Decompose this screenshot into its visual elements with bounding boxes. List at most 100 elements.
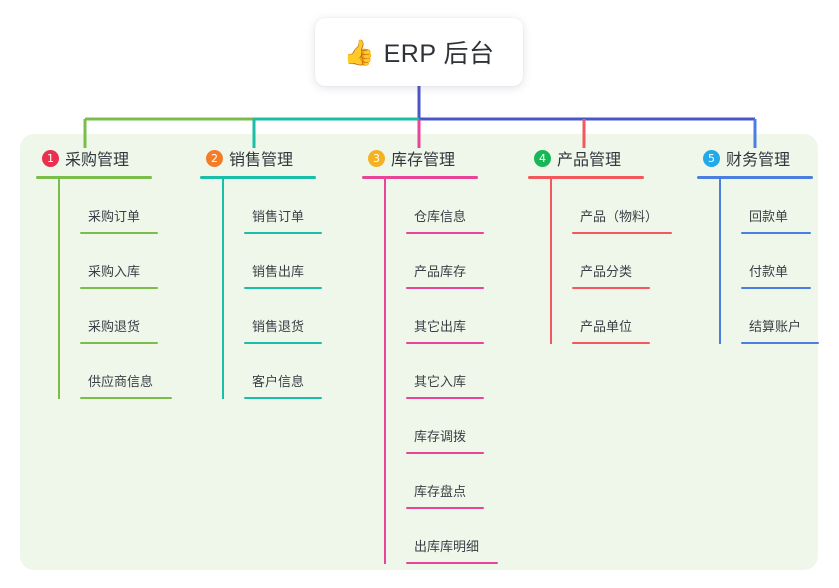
branch-header-underline bbox=[200, 176, 316, 179]
branch-item[interactable]: 产品（物料） bbox=[550, 179, 672, 234]
branch-item[interactable]: 产品单位 bbox=[550, 289, 650, 344]
branch-header-2[interactable]: 2 销售管理 bbox=[200, 146, 316, 170]
branch-title: 产品管理 bbox=[557, 152, 622, 169]
branch-item[interactable]: 结算账户 bbox=[719, 289, 819, 344]
branch-item[interactable]: 客户信息 bbox=[222, 344, 322, 399]
branch-item-label: 仓库信息 bbox=[414, 209, 467, 224]
branch-item-underline bbox=[572, 342, 650, 344]
branch-item-underline bbox=[244, 232, 322, 234]
thumbs-up-icon: 👍 bbox=[343, 37, 375, 67]
branch-item-label: 回款单 bbox=[749, 209, 789, 224]
branch-title: 库存管理 bbox=[391, 152, 456, 169]
branch-header-underline bbox=[528, 176, 644, 179]
branch-item-label: 库存调拨 bbox=[414, 429, 467, 444]
branch-item-label: 结算账户 bbox=[749, 319, 802, 334]
branch-item[interactable]: 库存盘点 bbox=[384, 454, 484, 509]
branch-item-list: 采购订单采购入库采购退货供应商信息 bbox=[36, 179, 172, 399]
branch-column-2: 2 销售管理销售订单销售出库销售退货客户信息 bbox=[200, 146, 322, 399]
branch-item[interactable]: 销售出库 bbox=[222, 234, 322, 289]
branch-spine bbox=[58, 179, 60, 399]
branch-header-5[interactable]: 5 财务管理 bbox=[697, 146, 813, 170]
branch-item-list: 销售订单销售出库销售退货客户信息 bbox=[200, 179, 322, 399]
branch-item-underline bbox=[406, 507, 484, 509]
branch-item-list: 产品（物料） 产品分类产品单位 bbox=[528, 179, 672, 344]
branch-item-label: 供应商信息 bbox=[88, 374, 154, 389]
branch-item[interactable]: 销售订单 bbox=[222, 179, 322, 234]
branch-item[interactable]: 付款单 bbox=[719, 234, 813, 289]
branch-item[interactable]: 销售退货 bbox=[222, 289, 322, 344]
branch-item-label: 销售订单 bbox=[252, 209, 305, 224]
branch-item-label: 付款单 bbox=[749, 264, 789, 279]
branch-number-badge: 1 bbox=[42, 149, 59, 167]
branch-item-label: 产品库存 bbox=[414, 264, 467, 279]
root-node-card[interactable]: 👍 ERP 后台 bbox=[315, 18, 523, 86]
branch-item-list: 回款单付款单结算账户 bbox=[697, 179, 819, 344]
branch-item-underline bbox=[406, 562, 498, 564]
branch-item-underline bbox=[572, 232, 672, 234]
branch-item-label: 采购退货 bbox=[88, 319, 141, 334]
branch-item-label: 采购订单 bbox=[88, 209, 141, 224]
branch-item-label: 其它出库 bbox=[414, 319, 467, 334]
branch-number-badge: 3 bbox=[368, 149, 385, 167]
branch-number-badge: 2 bbox=[206, 149, 223, 167]
branch-item[interactable]: 采购退货 bbox=[58, 289, 158, 344]
branch-item-underline bbox=[741, 287, 811, 289]
branch-item-underline bbox=[741, 342, 819, 344]
branch-item[interactable]: 供应商信息 bbox=[58, 344, 172, 399]
branch-number-badge: 5 bbox=[703, 149, 720, 167]
branch-item[interactable]: 其它入库 bbox=[384, 344, 484, 399]
branch-title: 销售管理 bbox=[229, 152, 294, 169]
branch-item-underline bbox=[80, 287, 158, 289]
branch-item-underline bbox=[406, 287, 484, 289]
branch-item-underline bbox=[572, 287, 650, 289]
branch-item-label: 采购入库 bbox=[88, 264, 141, 279]
branch-spine bbox=[384, 179, 386, 564]
branch-item[interactable]: 回款单 bbox=[719, 179, 813, 234]
branch-spine bbox=[550, 179, 552, 344]
branch-item[interactable]: 库存调拨 bbox=[384, 399, 484, 454]
branch-item-underline bbox=[406, 342, 484, 344]
branch-item-underline bbox=[244, 287, 322, 289]
diagram-background-panel bbox=[20, 134, 818, 570]
branch-header-underline bbox=[362, 176, 478, 179]
branch-item[interactable]: 仓库信息 bbox=[384, 179, 484, 234]
branch-column-3: 3 库存管理仓库信息产品库存其它出库其它入库库存调拨库存盘点出库库明细 bbox=[362, 146, 498, 564]
branch-item-label: 销售出库 bbox=[252, 264, 305, 279]
branch-item[interactable]: 产品库存 bbox=[384, 234, 484, 289]
branch-item-underline bbox=[80, 397, 172, 399]
branch-item-list: 仓库信息产品库存其它出库其它入库库存调拨库存盘点出库库明细 bbox=[362, 179, 498, 564]
branch-item-underline bbox=[741, 232, 811, 234]
branch-item-label: 产品单位 bbox=[580, 319, 633, 334]
branch-item-label: 客户信息 bbox=[252, 374, 305, 389]
branch-item[interactable]: 产品分类 bbox=[550, 234, 650, 289]
branch-item-label: 其它入库 bbox=[414, 374, 467, 389]
branch-header-underline bbox=[36, 176, 152, 179]
branch-item-underline bbox=[244, 342, 322, 344]
branch-column-5: 5 财务管理回款单付款单结算账户 bbox=[697, 146, 819, 344]
branch-item-underline bbox=[406, 397, 484, 399]
branch-column-1: 1 采购管理采购订单采购入库采购退货供应商信息 bbox=[36, 146, 172, 399]
branch-item-underline bbox=[406, 232, 484, 234]
branch-item-label: 销售退货 bbox=[252, 319, 305, 334]
branch-item-underline bbox=[406, 452, 484, 454]
branch-item[interactable]: 采购订单 bbox=[58, 179, 158, 234]
branch-header-underline bbox=[697, 176, 813, 179]
branch-item-underline bbox=[244, 397, 322, 399]
branch-header-1[interactable]: 1 采购管理 bbox=[36, 146, 152, 170]
branch-item-label: 产品分类 bbox=[580, 264, 633, 279]
branch-item[interactable]: 采购入库 bbox=[58, 234, 158, 289]
branch-item[interactable]: 其它出库 bbox=[384, 289, 484, 344]
branch-item-underline bbox=[80, 232, 158, 234]
branch-title: 采购管理 bbox=[65, 152, 130, 169]
branch-spine bbox=[719, 179, 721, 344]
branch-title: 财务管理 bbox=[726, 152, 791, 169]
branch-header-3[interactable]: 3 库存管理 bbox=[362, 146, 478, 170]
branch-item-label: 出库库明细 bbox=[414, 539, 480, 554]
branch-item[interactable]: 出库库明细 bbox=[384, 509, 498, 564]
branch-item-label: 库存盘点 bbox=[414, 484, 467, 499]
branch-spine bbox=[222, 179, 224, 399]
